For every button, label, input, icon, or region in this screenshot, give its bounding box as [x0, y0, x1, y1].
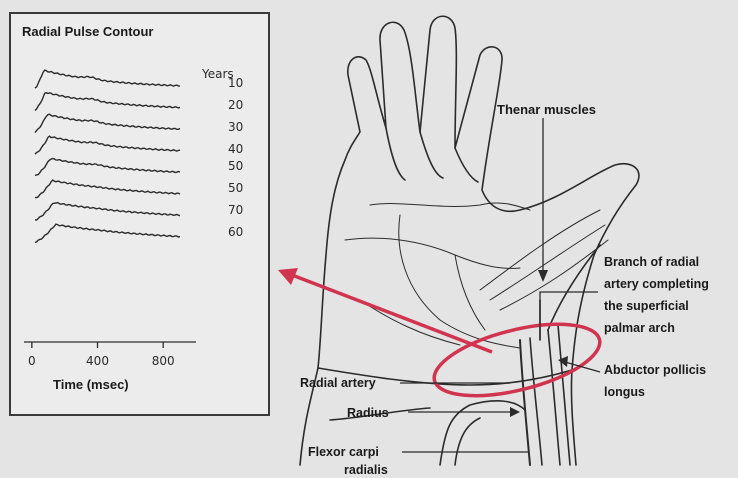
tendon-3: [558, 325, 570, 465]
series-label-1: 10: [228, 76, 243, 90]
hand-illustration: [300, 16, 639, 465]
palm-line-fate: [455, 255, 485, 330]
label-abductor-line2: longus: [604, 385, 645, 399]
label-radius: Radius: [347, 406, 389, 420]
artery-branch: [548, 245, 600, 330]
thenar-muscle-2: [490, 225, 605, 300]
radial-artery: [520, 340, 530, 465]
series-label-2: 20: [228, 98, 243, 112]
series-label-3: 30: [228, 120, 243, 134]
radius-bone-inner: [455, 418, 480, 465]
anatomy-labels: Thenar muscles Branch of radial artery c…: [300, 102, 709, 477]
series-label-7: 70: [228, 203, 243, 217]
label-flexor-line1: Flexor carpi: [308, 445, 379, 459]
x-tick-label-2: 400: [86, 354, 109, 368]
label-branch-line2: artery completing: [604, 277, 709, 291]
tendon-1: [530, 338, 542, 465]
tendon-2: [548, 330, 560, 465]
thenar-muscle-1: [480, 210, 600, 290]
thenar-muscle-3: [500, 240, 608, 310]
pulse-chart-panel: Radial Pulse Contour Years 1020304050507…: [10, 13, 269, 415]
finger-crease-2: [420, 132, 443, 178]
hand-outline: [300, 16, 639, 465]
x-tick-label-1: 0: [28, 354, 36, 368]
abductor-leader-arrow: [558, 356, 568, 367]
finger-crease-3: [455, 148, 478, 182]
label-branch-line3: the superficial: [604, 299, 689, 313]
palm-line-life: [399, 215, 520, 348]
chart-title: Radial Pulse Contour: [22, 24, 153, 39]
series-label-4: 40: [228, 142, 243, 156]
label-branch-line1: Branch of radial: [604, 255, 699, 269]
highlight-ellipse: [427, 310, 606, 409]
label-branch-line4: palmar arch: [604, 321, 675, 335]
label-flexor-line2: radialis: [344, 463, 388, 477]
x-tick-label-3: 800: [152, 354, 175, 368]
label-abductor-line1: Abductor pollicis: [604, 363, 706, 377]
finger-crease-1: [386, 128, 405, 180]
palm-line-heart: [370, 203, 530, 210]
label-radial-artery: Radial artery: [300, 376, 376, 390]
palm-line-head: [345, 238, 520, 268]
leader-lines: [400, 118, 600, 452]
radius-leader-arrow: [510, 407, 520, 417]
thenar-leader-arrow: [538, 270, 548, 282]
series-label-8: 60: [228, 225, 243, 239]
series-label-5: 50: [228, 159, 243, 173]
x-axis-label: Time (msec): [53, 377, 129, 392]
series-label-6: 50: [228, 181, 243, 195]
label-thenar-muscles: Thenar muscles: [497, 102, 596, 117]
